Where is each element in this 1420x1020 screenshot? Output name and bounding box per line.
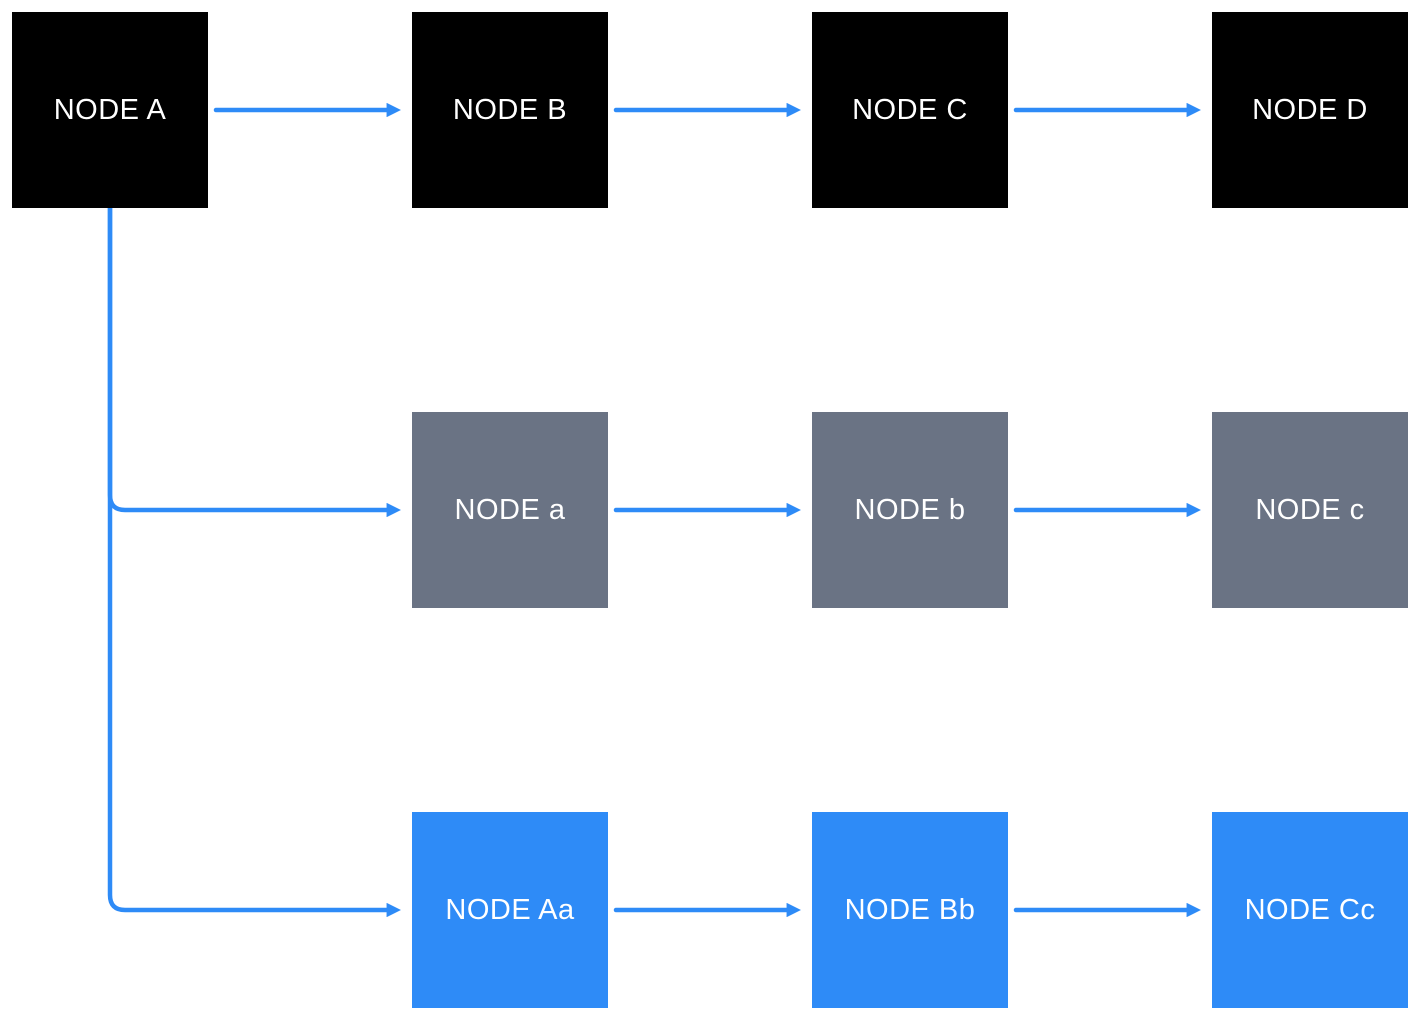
node-b[interactable]: NODE b xyxy=(812,412,1008,608)
node-Bb-label: NODE Bb xyxy=(844,893,976,926)
node-C-label: NODE C xyxy=(852,93,968,126)
edge-A-to-Aa xyxy=(107,205,401,918)
node-A-label: NODE A xyxy=(53,93,167,126)
node-B-label: NODE B xyxy=(452,93,568,126)
node-Bb[interactable]: NODE Bb xyxy=(812,812,1008,1008)
node-b-label: NODE b xyxy=(854,493,966,526)
node-Cc[interactable]: NODE Cc xyxy=(1212,812,1408,1008)
edge-A-to-a xyxy=(107,205,401,518)
node-a-label: NODE a xyxy=(454,493,566,526)
node-D-label: NODE D xyxy=(1252,93,1368,126)
node-B[interactable]: NODE B xyxy=(412,12,608,208)
node-C[interactable]: NODE C xyxy=(812,12,1008,208)
node-Cc-label: NODE Cc xyxy=(1244,893,1376,926)
node-a[interactable]: NODE a xyxy=(412,412,608,608)
node-D[interactable]: NODE D xyxy=(1212,12,1408,208)
node-c[interactable]: NODE c xyxy=(1212,412,1408,608)
node-Aa[interactable]: NODE Aa xyxy=(412,812,608,1008)
node-Aa-label: NODE Aa xyxy=(445,893,575,926)
node-c-label: NODE c xyxy=(1255,493,1365,526)
node-A[interactable]: NODE A xyxy=(12,12,208,208)
